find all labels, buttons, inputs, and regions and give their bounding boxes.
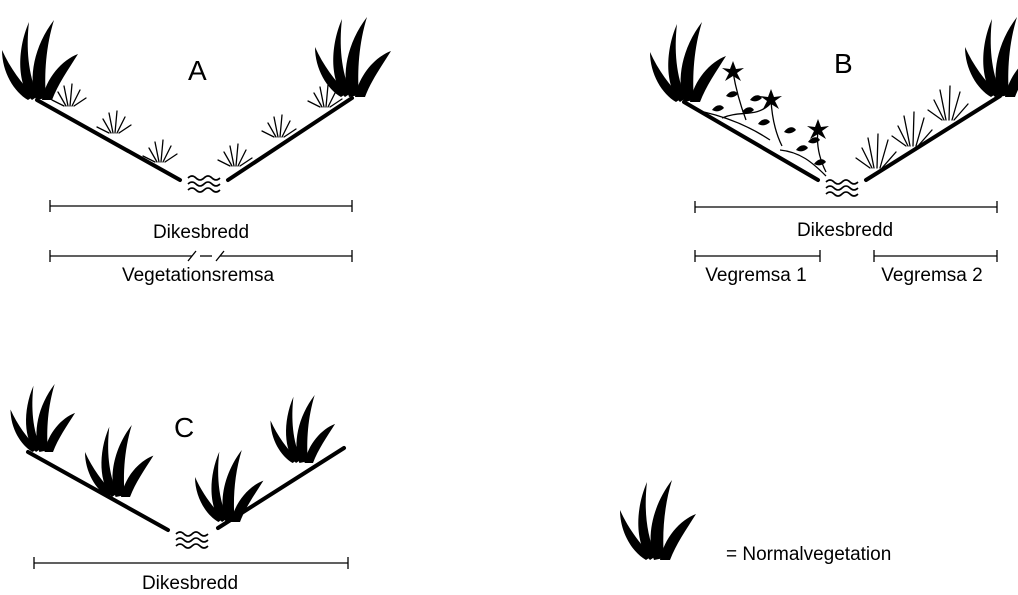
normal-vegetation-tuft-icon — [620, 480, 696, 560]
panel-b-strip-rule-2 — [874, 250, 997, 262]
panel-b-right-bank — [866, 96, 1000, 180]
panel-a: A Dikesbredd Vegetationsremsa — [2, 17, 391, 286]
grass-icon — [143, 140, 177, 162]
panel-a-left-bank — [37, 100, 180, 180]
normal-vegetation-tuft-icon — [315, 17, 391, 97]
panel-c: C Dikesbredd — [11, 384, 349, 594]
water-icon — [188, 176, 220, 192]
grass-icon — [218, 144, 252, 166]
panel-b-strip-label-1: Vegremsa 1 — [705, 265, 806, 286]
grass-icon — [928, 86, 968, 120]
legend: = Normalvegetation — [620, 480, 891, 565]
panel-a-letter: A — [188, 55, 207, 86]
panel-b-strip-label-2: Vegremsa 2 — [881, 265, 982, 286]
grass-icon — [262, 115, 296, 137]
normal-vegetation-tuft-icon — [85, 425, 153, 497]
grass-icon — [97, 111, 131, 133]
flowering-plant-icon — [704, 61, 829, 176]
water-icon — [176, 532, 208, 548]
water-icon — [826, 180, 858, 196]
normal-vegetation-tuft-icon — [650, 22, 726, 102]
panel-b-letter: B — [834, 48, 853, 79]
panel-a-width-rule — [50, 200, 352, 212]
normal-vegetation-tuft-icon — [271, 395, 336, 463]
panel-a-strip-rule — [50, 250, 352, 262]
panel-c-width-label: Dikesbredd — [142, 573, 238, 594]
panel-a-strip-label: Vegetationsremsa — [122, 265, 275, 286]
panel-b-width-rule — [695, 201, 997, 213]
panel-b-strip-rule-1 — [695, 250, 820, 262]
panel-a-right-bank — [228, 98, 352, 180]
panel-b-width-label: Dikesbredd — [797, 220, 893, 241]
panel-c-letter: C — [174, 412, 194, 443]
panel-a-width-label: Dikesbredd — [153, 222, 249, 243]
panel-c-width-rule — [34, 557, 348, 569]
legend-label: = Normalvegetation — [726, 544, 891, 565]
normal-vegetation-tuft-icon — [2, 20, 78, 100]
normal-vegetation-tuft-icon — [965, 17, 1018, 97]
normal-vegetation-tuft-icon — [195, 450, 263, 522]
panel-b-left-bank — [684, 102, 818, 180]
normal-vegetation-tuft-icon — [11, 384, 76, 452]
panel-b: B — [650, 17, 1018, 286]
